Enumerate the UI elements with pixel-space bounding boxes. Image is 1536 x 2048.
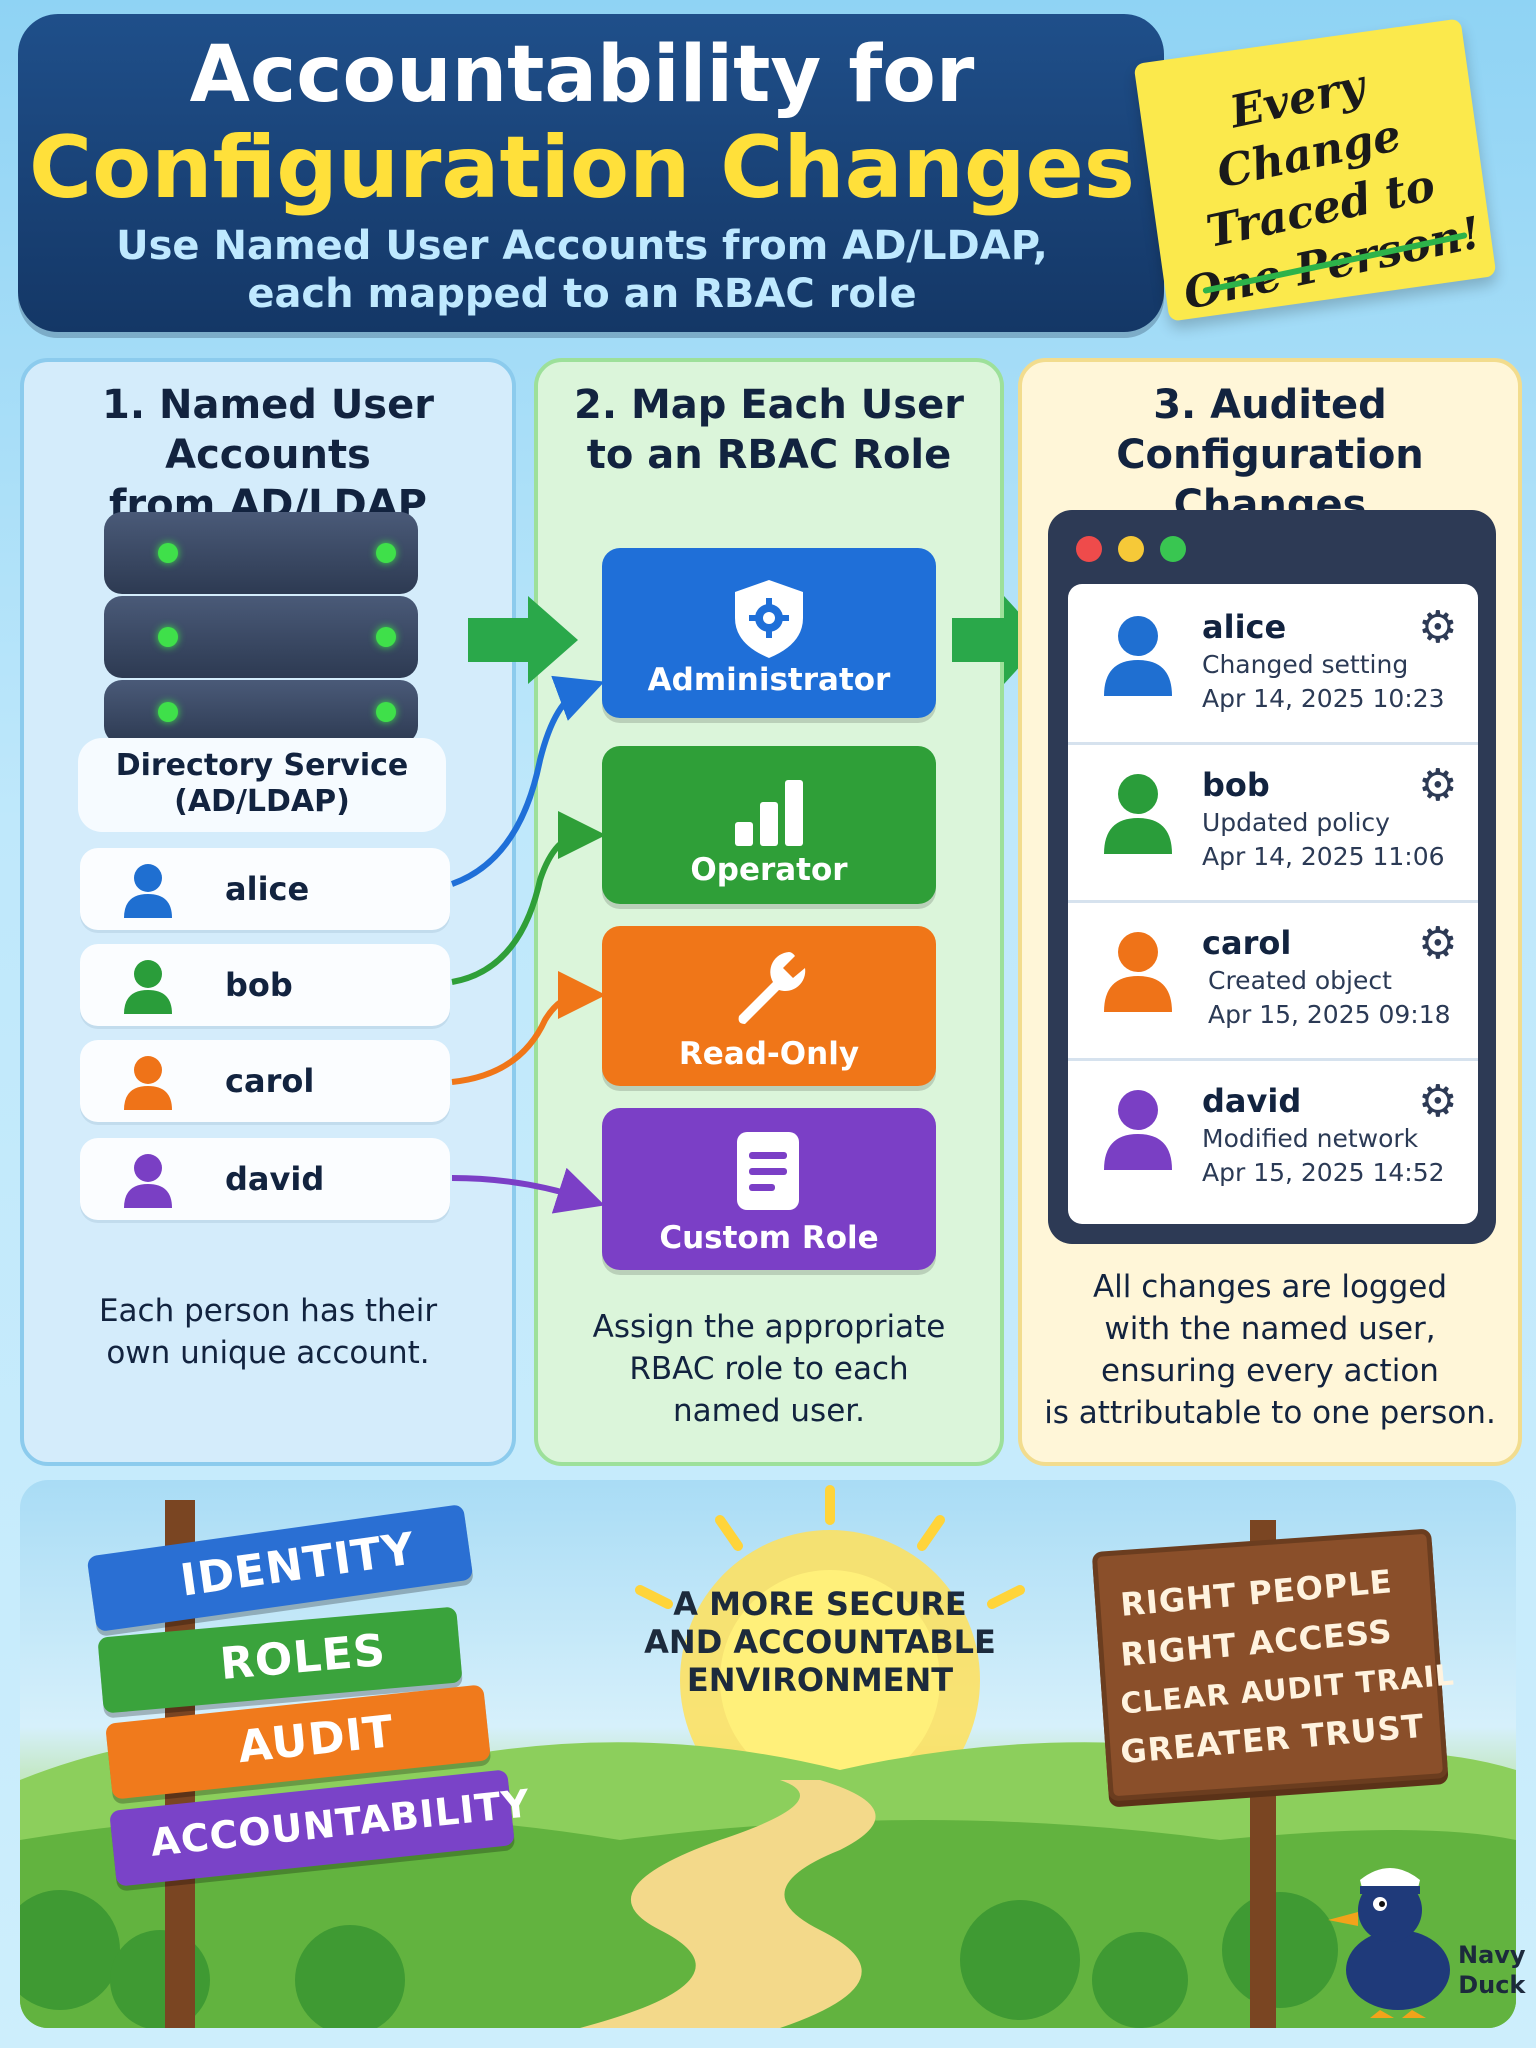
document-icon — [737, 1132, 799, 1210]
window-close-dot — [1076, 536, 1102, 562]
role-label: Operator — [690, 852, 848, 888]
panel-rbac-roles — [534, 358, 1004, 1466]
role-custom: Custom Role — [602, 1108, 936, 1270]
panel-1-footer: Each person has their own unique account… — [20, 1290, 516, 1374]
arrow-alice-to-admin — [450, 675, 605, 887]
arrow-bob-to-operator — [451, 811, 606, 985]
log-timestamp: Apr 14, 2025 10:23 — [1202, 684, 1445, 713]
navy-duck-mascot-icon — [1328, 1868, 1450, 2018]
role-administrator: Administrator — [602, 548, 936, 718]
mascot-label-line-2: Duck — [1458, 1971, 1526, 1999]
log-user: alice — [1202, 608, 1287, 646]
panel-2-footer: Assign the appropriate RBAC role to each… — [534, 1306, 1004, 1432]
log-timestamp: Apr 15, 2025 09:18 — [1208, 1000, 1451, 1029]
user-avatar-icon — [124, 864, 172, 918]
user-avatar-icon — [1104, 616, 1172, 696]
user-name: carol — [225, 1062, 315, 1100]
user-avatar-icon — [124, 960, 172, 1014]
arrow-david-to-custom — [451, 1167, 605, 1214]
log-user: carol — [1202, 924, 1292, 962]
directory-line-2: (AD/LDAP) — [174, 784, 350, 819]
sun-message-line-3: ENVIRONMENT — [686, 1661, 954, 1699]
panel-3-footer: All changes are logged with the named us… — [1018, 1266, 1522, 1434]
subtitle: Use Named User Accounts from AD/LDAP, ea… — [0, 222, 1164, 318]
log-action: Changed setting — [1202, 650, 1409, 679]
panel-3-title-line-2: Configuration Changes — [1116, 432, 1424, 528]
panel-3-footer-line-4: is attributable to one person. — [1044, 1395, 1496, 1431]
panel-3-footer-line-1: All changes are logged — [1092, 1269, 1448, 1305]
window-maximize-dot — [1160, 536, 1186, 562]
directory-service-label: Directory Service (AD/LDAP) — [78, 748, 446, 820]
log-entry-bob: bob Updated policy Apr 14, 2025 11:06 ⚙ — [1068, 742, 1478, 903]
user-row-david: david — [80, 1138, 450, 1220]
user-avatar-icon — [1104, 1090, 1172, 1170]
panel-1-title-line-1: 1. Named User Accounts — [102, 382, 434, 478]
panel-2-title: 2. Map Each User to an RBAC Role — [534, 380, 1004, 480]
sun-message: A MORE SECURE AND ACCOUNTABLE ENVIRONMEN… — [640, 1585, 1000, 1699]
window-minimize-dot — [1118, 536, 1144, 562]
user-avatar-icon — [124, 1154, 172, 1208]
user-name: david — [225, 1160, 325, 1198]
log-action: Updated policy — [1202, 808, 1390, 837]
sign-label: AUDIT — [235, 1706, 397, 1774]
user-row-carol: carol — [80, 1040, 450, 1122]
subtitle-line-2: each mapped to an RBAC role — [247, 271, 917, 317]
log-action: Modified network — [1202, 1124, 1419, 1153]
user-avatar-icon — [1104, 774, 1172, 854]
panel-2-title-line-2: to an RBAC Role — [586, 432, 952, 478]
gear-icon: ⚙ — [1418, 760, 1458, 811]
panel-2-footer-line-1: Assign the appropriate — [592, 1309, 946, 1345]
directory-line-1: Directory Service — [115, 748, 409, 783]
gear-icon: ⚙ — [1418, 918, 1458, 969]
role-label: Administrator — [647, 662, 891, 698]
sign-label: ROLES — [217, 1624, 388, 1691]
log-timestamp: Apr 15, 2025 14:52 — [1202, 1158, 1445, 1187]
bar-chart-icon — [735, 780, 803, 846]
log-action: Created object — [1208, 966, 1392, 995]
header-banner — [18, 14, 1164, 332]
panel-3-title: 3. Audited Configuration Changes — [1018, 380, 1522, 530]
log-entry-carol: carol Created object Apr 15, 2025 09:18 … — [1068, 900, 1478, 1061]
directory-service-box — [78, 738, 446, 832]
mascot-label: Navy Duck — [1458, 1940, 1526, 2000]
gear-icon: ⚙ — [1418, 602, 1458, 653]
mascot-label-line-1: Navy — [1458, 1941, 1526, 1969]
panel-3-footer-line-3: ensuring every action — [1101, 1353, 1439, 1389]
user-name: bob — [225, 966, 293, 1004]
panel-2-footer-line-2: RBAC role to each — [629, 1351, 909, 1387]
title-line-2: Configuration Changes — [29, 118, 1135, 218]
panel-3-title-line-1: 3. Audited — [1153, 382, 1387, 428]
panel-3-footer-line-2: with the named user, — [1104, 1311, 1436, 1347]
big-arrow-panel-1-to-2 — [468, 596, 578, 684]
user-name: alice — [225, 870, 310, 908]
subtitle-line-1: Use Named User Accounts from AD/LDAP, — [116, 223, 1048, 269]
log-timestamp: Apr 14, 2025 11:06 — [1202, 842, 1445, 871]
user-row-alice: alice — [80, 848, 450, 930]
role-label: Read-Only — [678, 1036, 860, 1072]
role-read-only: Read-Only — [602, 926, 936, 1086]
wrench-icon — [738, 952, 806, 1024]
log-user: david — [1202, 1082, 1302, 1120]
user-row-bob: bob — [80, 944, 450, 1026]
log-entry-david: david Modified network Apr 15, 2025 14:5… — [1068, 1058, 1478, 1216]
panel-1-footer-line-2: own unique account. — [106, 1335, 430, 1371]
log-user: bob — [1202, 766, 1270, 804]
title-line-1: Accountability for — [189, 30, 975, 120]
role-label: Custom Role — [659, 1220, 879, 1256]
panel-2-title-line-1: 2. Map Each User — [574, 382, 964, 428]
log-entry-alice: alice Changed setting Apr 14, 2025 10:23… — [1068, 584, 1478, 745]
sun-message-line-2: AND ACCOUNTABLE — [644, 1623, 996, 1661]
gear-icon: ⚙ — [1418, 1076, 1458, 1127]
panel-2-footer-line-3: named user. — [672, 1393, 866, 1429]
shield-gear-icon — [735, 580, 803, 658]
role-operator: Operator — [602, 746, 936, 904]
user-avatar-icon — [124, 1056, 172, 1110]
sun-message-line-1: A MORE SECURE — [673, 1585, 967, 1623]
user-avatar-icon — [1104, 932, 1172, 1012]
arrow-carol-to-readonly — [451, 971, 606, 1085]
panel-1-footer-line-1: Each person has their — [98, 1293, 438, 1329]
